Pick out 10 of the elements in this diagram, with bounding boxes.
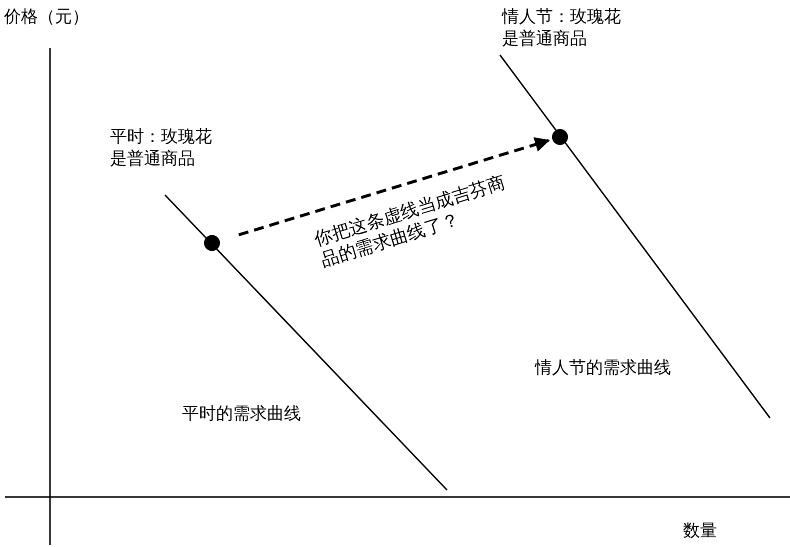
point-marker [204, 235, 220, 251]
chart-annotation: 价格（元） [4, 6, 89, 28]
chart-annotation: 情人节的需求曲线 [535, 357, 671, 379]
edge-label: 你把这条虚线当成吉芬商品的需求曲线了？ [312, 172, 508, 272]
dashed-arrow [238, 137, 550, 236]
chart-annotation: 数量 [683, 520, 717, 542]
chart-annotation: 平时的需求曲线 [182, 403, 301, 425]
point-marker [552, 129, 568, 145]
chart-annotation: 平时：玫瑰花是普通商品 [110, 126, 213, 170]
chart-annotation: 情人节：玫瑰花是普通商品 [502, 6, 622, 50]
